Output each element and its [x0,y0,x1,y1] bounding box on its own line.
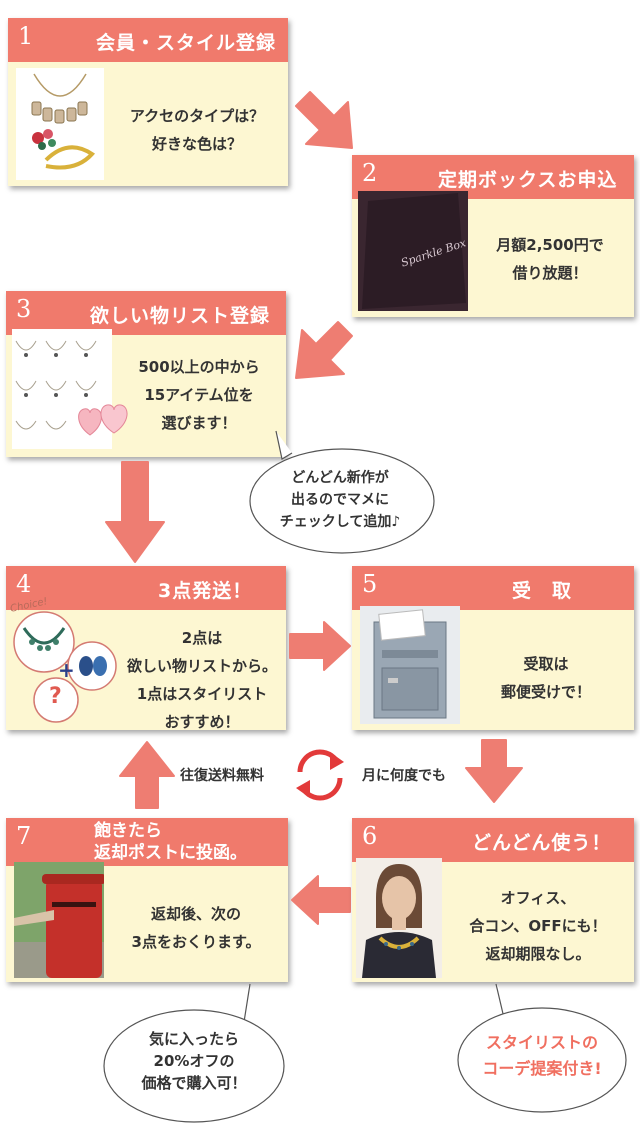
step-number: 6 [362,822,378,850]
step-4-header: 4 3点発送！ [6,566,286,610]
speech-bubble-stylist: スタイリストの コーデ提案付き! [452,978,632,1116]
arrow-down-left-2 [295,321,353,379]
step-title: どんどん使う！ [472,832,612,854]
necklace-bracelet-photo [16,68,104,180]
step-number: 4 [16,570,32,598]
step-title: 3点発送！ [158,580,253,602]
step-number: 1 [18,22,34,50]
step-7-card: 7 飽きたら 返却ポストに投函。 返却後、次の 3点をおくります。 [6,818,288,982]
step-3-header: 3 欲しい物リスト登録 [6,291,286,335]
step-number: 3 [16,295,32,323]
step-title: 欲しい物リスト登録 [90,305,271,327]
step-title: 受 取 [512,580,573,602]
step-6-header: 6 どんどん使う！ [352,818,634,862]
step-4-text: 2点は 欲しい物リストから。 1点はスタイリスト おすすめ！ [126,629,277,731]
step-2-card: 2 定期ボックスお申込 Sparkle Box 月額2,500円で 借り放題！ [352,155,634,317]
speech-bubble-discount: 気に入ったら 20%オフの 価格で購入可！ [96,978,292,1126]
step-title: 会員・スタイル登録 [96,32,277,54]
question-mark-icon: ? [49,684,62,709]
plus-icon: + [58,658,75,682]
step-5-header: 5 受 取 [352,566,634,610]
step-5-card: 5 受 取 受取は 郵便受けで！ [352,566,634,730]
step-title: 定期ボックスお申込 [438,169,618,191]
step-7-text: 返却後、次の 3点をおくります。 [131,905,261,951]
any-times-label: 月に何度でも [362,768,446,784]
step-1-card: 1 会員・スタイル登録 アクセのタイプは？ 好きな色は？ [8,18,288,186]
step-6-card: 6 どんどん使う！ オフィス、 合コン、OFFにも！ 返却期限なし。 [352,818,634,982]
step-2-text: 月額2,500円で 借り放題！ [496,236,604,282]
step-1-header: 1 会員・スタイル登録 [8,18,288,62]
step-4-card: 4 3点発送！ Choice! + ? 2点は 欲しい物リストから。 1点はスタ… [6,566,286,731]
model-photo [356,858,442,978]
step-6-text: オフィス、 合コン、OFFにも！ 返却期限なし。 [469,889,607,963]
sparkle-box-photo: Sparkle Box [358,191,468,311]
arrow-down-3 [105,461,165,563]
step-number: 2 [362,159,378,187]
arrow-down-right-1 [295,91,353,149]
arrow-down-5 [465,739,523,803]
arrow-left-6 [291,875,351,925]
step-title: 飽きたら 返却ポストに投函。 [94,821,247,863]
three-items-illustration [13,611,117,723]
step-3-card: 3 欲しい物リスト登録 500以上の中から 15アイテム位を 選びます！ [6,291,286,457]
cycle-icon [296,749,344,801]
step-number: 5 [362,570,378,598]
step-number: 7 [16,822,32,850]
hearts-icon [78,404,128,436]
step-3-text: 500以上の中から 15アイテム位を 選びます！ [138,358,260,432]
postbox-photo [14,862,106,978]
arrow-right-4 [289,621,351,671]
mailbox-photo [360,606,460,724]
step-1-text: アクセのタイプは？ 好きな色は？ [129,107,265,153]
step-5-text: 受取は 郵便受けで！ [500,655,591,701]
step-7-header: 7 飽きたら 返却ポストに投函。 [6,818,288,866]
speech-bubble-new-items: どんどん新作が 出るのでマメに チェックして追加♪ [240,425,440,557]
free-shipping-label: 往復送料無料 [180,768,264,784]
arrow-up-7 [119,741,175,809]
